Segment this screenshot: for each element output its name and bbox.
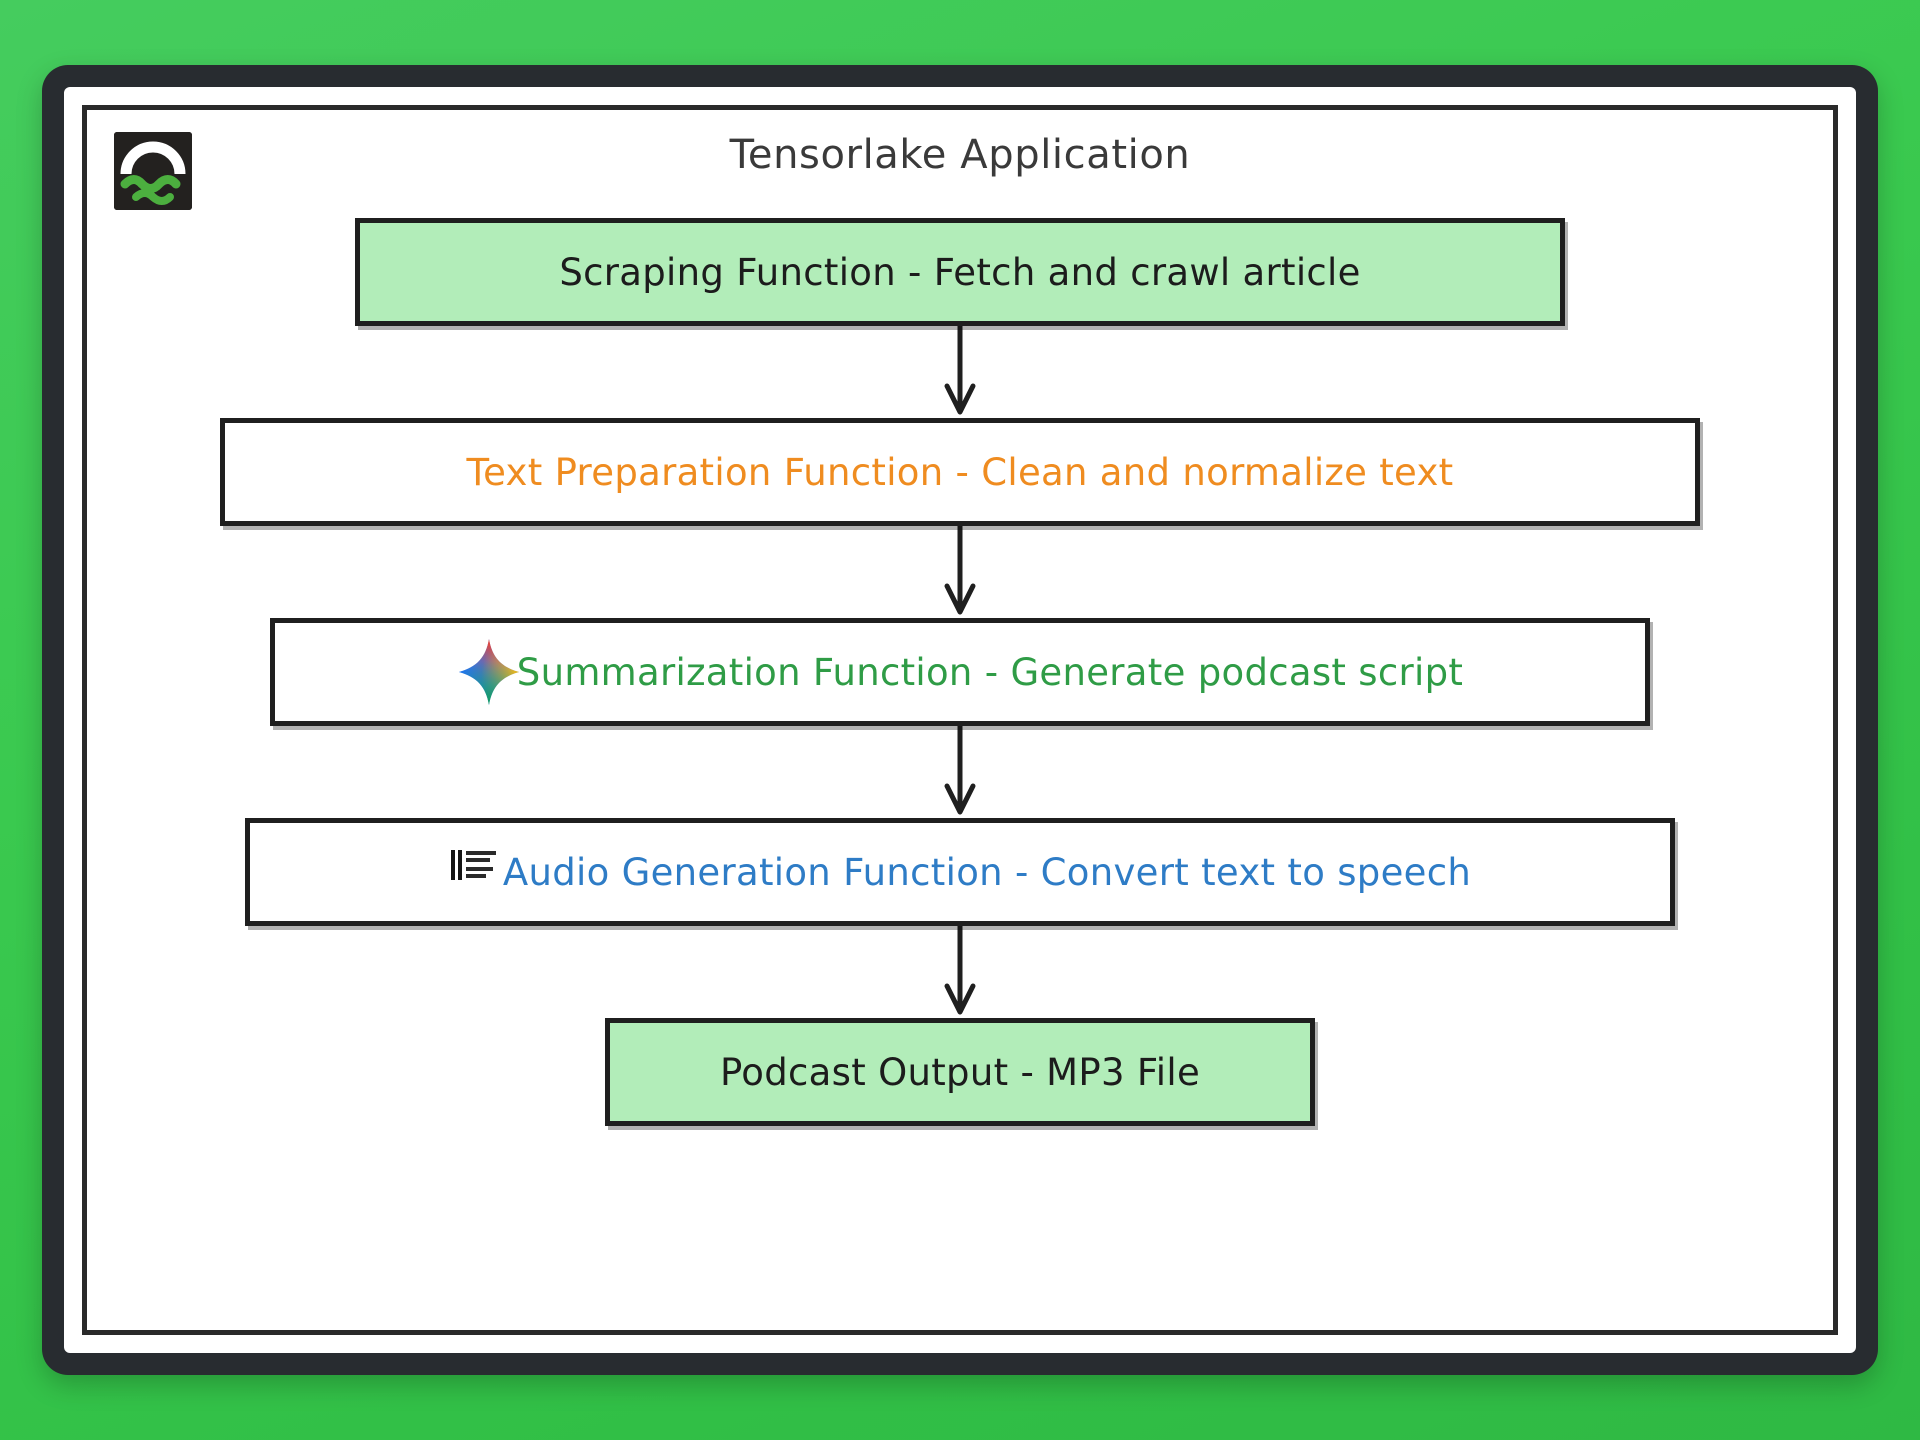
flow-node-podcast-output-label: Podcast Output - MP3 File xyxy=(719,1050,1201,1094)
flow-container: Scraping Function - Fetch and crawl arti… xyxy=(87,218,1833,1126)
device-frame: Tensorlake Application Scraping Function… xyxy=(42,65,1878,1375)
flow-node-text-preparation[interactable]: Text Preparation Function - Clean and no… xyxy=(220,418,1700,526)
diagram-canvas: Tensorlake Application Scraping Function… xyxy=(82,105,1838,1335)
flow-node-summarization-label: Summarization Function - Generate podcas… xyxy=(516,650,1464,694)
flow-node-scraping-label: Scraping Function - Fetch and crawl arti… xyxy=(559,250,1361,294)
flow-node-scraping[interactable]: Scraping Function - Fetch and crawl arti… xyxy=(355,218,1565,326)
flow-node-podcast-output[interactable]: Podcast Output - MP3 File xyxy=(605,1018,1315,1126)
gemini-sparkle-icon xyxy=(457,637,521,707)
flow-node-summarization[interactable]: Summarization Function - Generate podcas… xyxy=(270,618,1650,726)
flow-node-text-preparation-label: Text Preparation Function - Clean and no… xyxy=(466,450,1454,494)
frame-inner-bezel: Tensorlake Application Scraping Function… xyxy=(64,87,1856,1353)
elevenlabs-logo-icon xyxy=(449,846,501,886)
flow-arrow-2 xyxy=(930,526,990,618)
flow-node-audio-generation-label: Audio Generation Function - Convert text… xyxy=(502,850,1472,894)
flow-arrow-4 xyxy=(930,926,990,1018)
tensorlake-logo xyxy=(114,132,192,210)
flow-arrow-1 xyxy=(930,326,990,418)
flow-arrow-3 xyxy=(930,726,990,818)
flow-node-audio-generation[interactable]: Audio Generation Function - Convert text… xyxy=(245,818,1675,926)
page-title: Tensorlake Application xyxy=(729,132,1191,178)
